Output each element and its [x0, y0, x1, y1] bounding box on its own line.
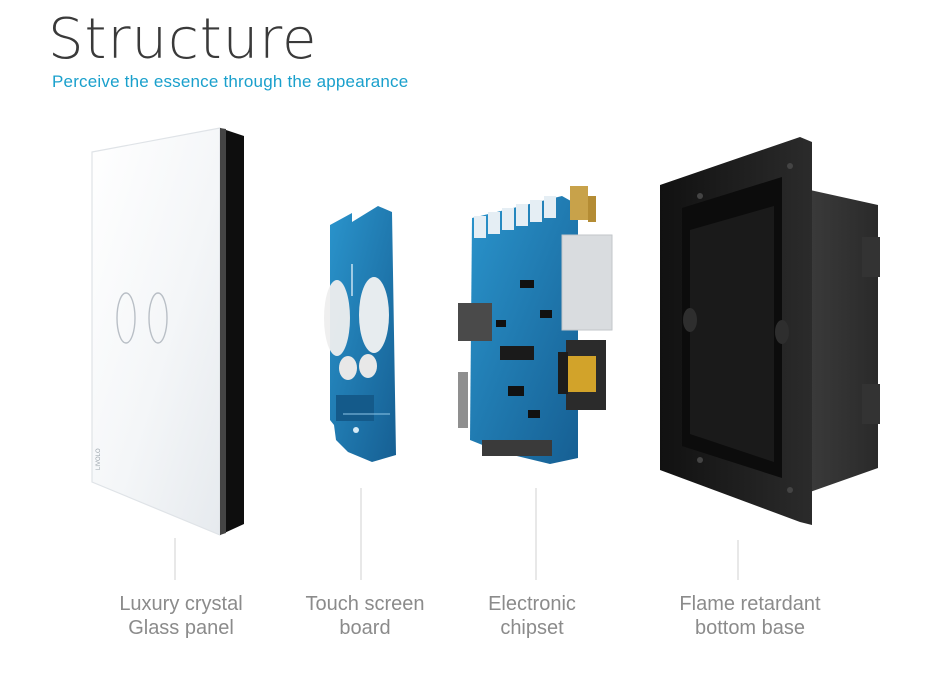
page-title: Structure — [48, 7, 318, 72]
caption-glass-panel-line1: Luxury crystal — [119, 593, 243, 615]
caption-touch-board-line2: board — [339, 617, 391, 639]
brand-mark: LIVOLO — [96, 448, 102, 470]
caption-touch-board-line1: Touch screen — [305, 593, 425, 615]
caption-chipset: Electronic chipset — [432, 592, 632, 640]
caption-bottom-base-line2: bottom base — [694, 617, 806, 639]
caption-bottom-base: Flame retardant bottom base — [650, 592, 850, 640]
glass-panel-image: LIVOLO — [91, 127, 244, 536]
caption-bottom-base-line1: Flame retardant — [679, 593, 821, 615]
chipset-image — [458, 186, 613, 464]
page-subtitle: Perceive the essence through the appeara… — [52, 72, 409, 91]
caption-touch-board: Touch screen board — [265, 592, 465, 640]
caption-glass-panel: Luxury crystal Glass panel — [81, 592, 281, 640]
touch-button-right — [148, 292, 168, 344]
caption-glass-panel-line2: Glass panel — [128, 617, 234, 639]
touch-board-image — [324, 206, 396, 462]
caption-chipset-line1: Electronic — [488, 593, 576, 615]
caption-chipset-line2: chipset — [500, 617, 564, 639]
bottom-base-image — [660, 137, 880, 525]
touch-button-left — [116, 292, 136, 344]
